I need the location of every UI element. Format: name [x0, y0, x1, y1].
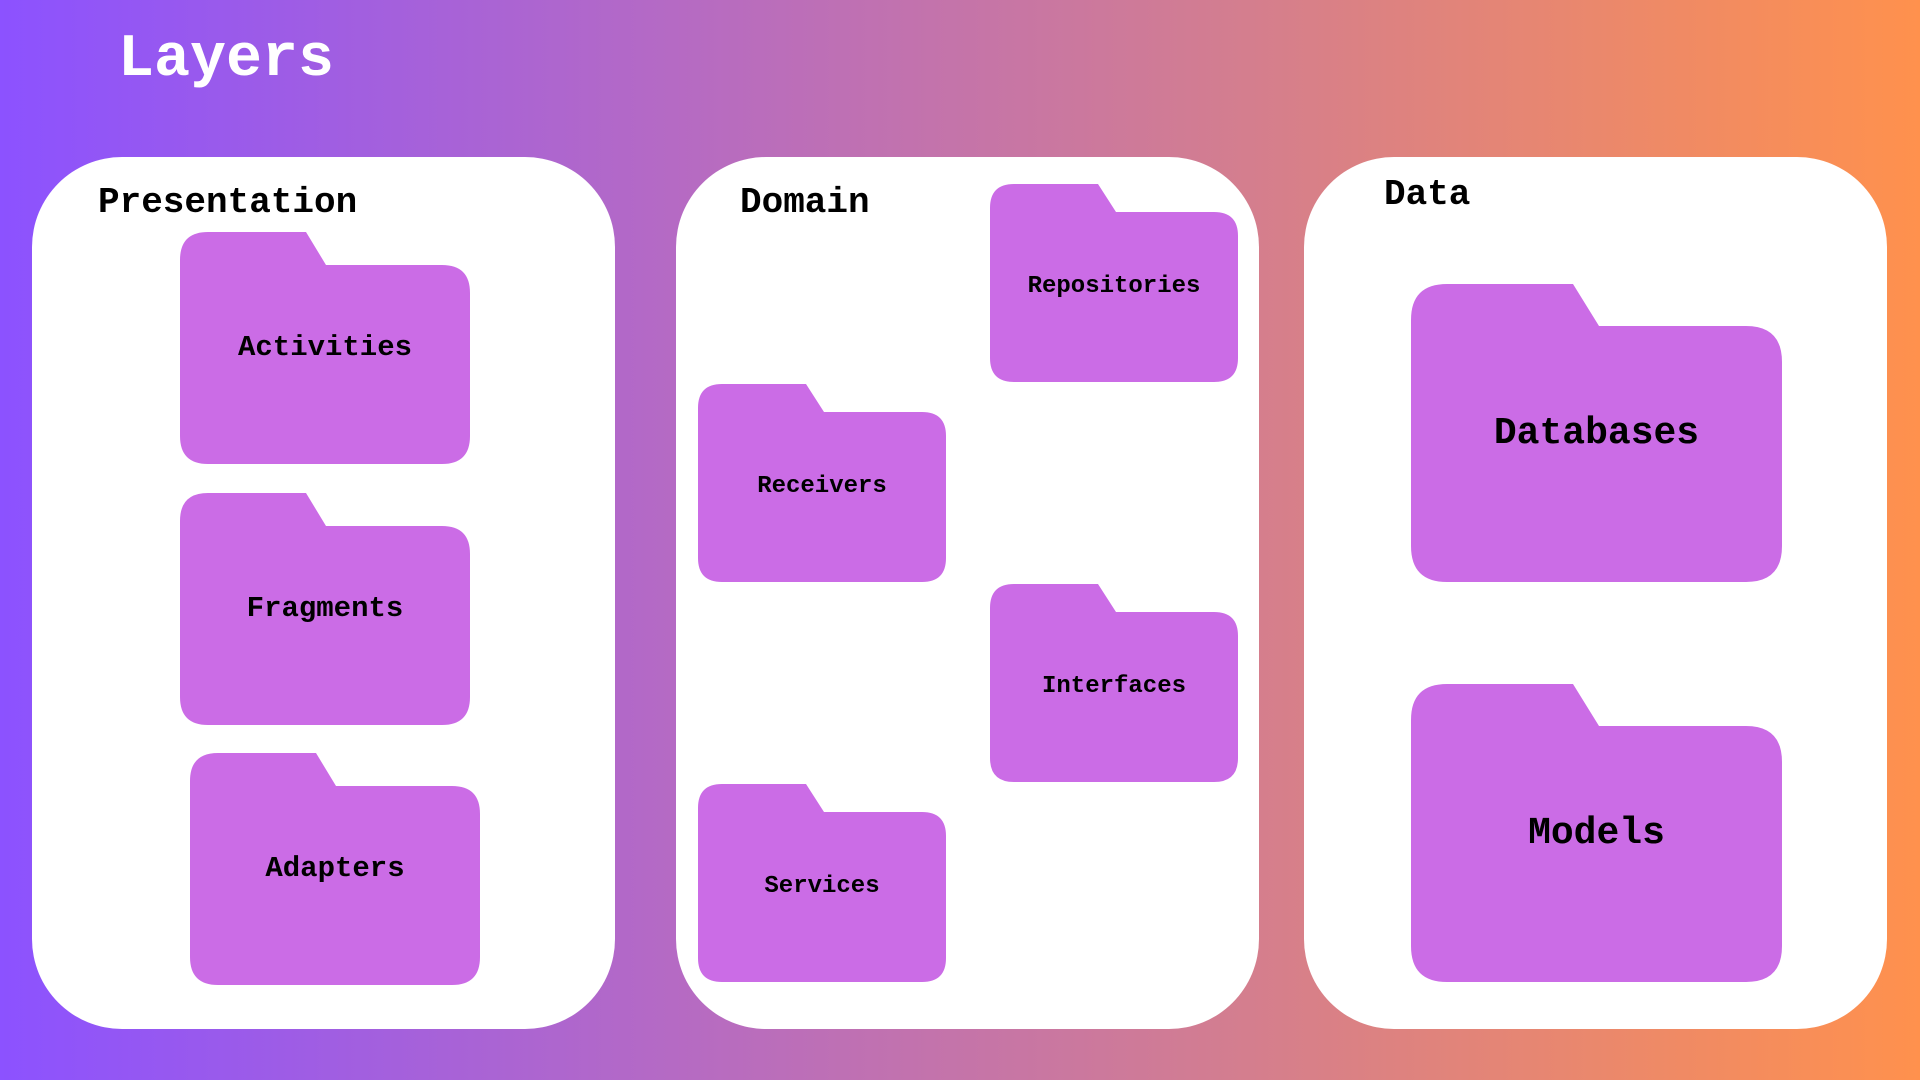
page-title: Layers — [118, 26, 335, 94]
folder-label: Adapters — [265, 852, 405, 885]
folder-label: Receivers — [757, 473, 887, 500]
folder-models[interactable]: Models — [1411, 684, 1782, 982]
data-panel: Data Databases Models — [1304, 157, 1887, 1029]
folder-icon — [180, 493, 470, 725]
folder-repositories[interactable]: Repositories — [990, 184, 1238, 382]
folder-icon — [698, 784, 946, 982]
data-panel-title: Data — [1384, 174, 1471, 215]
folder-label: Repositories — [1027, 273, 1201, 300]
folder-fragments[interactable]: Fragments — [180, 493, 470, 725]
folder-icon — [1411, 684, 1782, 982]
domain-panel: Domain Repositories Receivers Interfaces… — [676, 157, 1259, 1029]
folder-label: Models — [1528, 812, 1665, 855]
folder-icon — [1411, 284, 1782, 582]
folder-label: Services — [764, 873, 880, 900]
presentation-panel: Presentation Activities Fragments Adapte… — [32, 157, 615, 1029]
folder-icon — [990, 584, 1238, 782]
folder-label: Interfaces — [1041, 673, 1187, 700]
folder-label: Fragments — [246, 592, 404, 625]
folder-databases[interactable]: Databases — [1411, 284, 1782, 582]
folder-activities[interactable]: Activities — [180, 232, 470, 464]
folder-icon — [190, 753, 480, 985]
folder-icon — [990, 184, 1238, 382]
folder-icon — [180, 232, 470, 464]
folder-services[interactable]: Services — [698, 784, 946, 982]
folder-adapters[interactable]: Adapters — [190, 753, 480, 985]
domain-panel-title: Domain — [740, 182, 870, 223]
folder-label: Databases — [1493, 412, 1700, 455]
folder-interfaces[interactable]: Interfaces — [990, 584, 1238, 782]
folder-label: Activities — [237, 331, 413, 364]
folder-receivers[interactable]: Receivers — [698, 384, 946, 582]
folder-icon — [698, 384, 946, 582]
presentation-panel-title: Presentation — [98, 182, 358, 223]
